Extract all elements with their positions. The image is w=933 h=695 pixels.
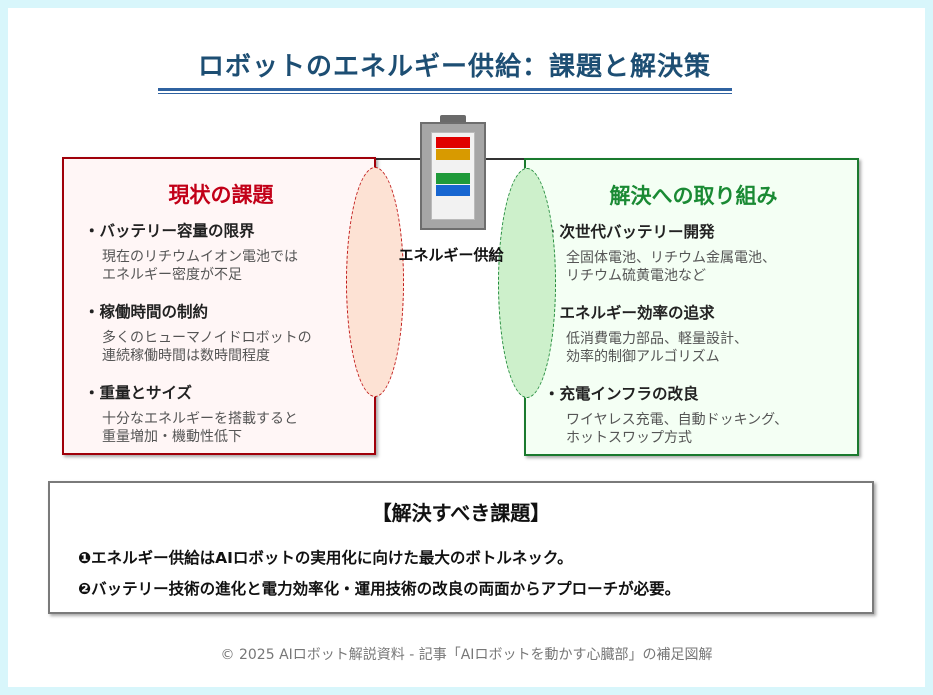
solution-description: 低消費電力部品、軽量設計、 効率的制御アルゴリズム (566, 331, 748, 365)
key-issues-title: 【解決すべき課題】 (371, 501, 551, 525)
solution-item: ・充電インフラの改良 ワイヤレス充電、自動ドッキング、 ホットスワップ方式 (544, 382, 854, 447)
issue-item: ・重量とサイズ 十分なエネルギーを搭載すると 重量増加・機動性低下 (84, 381, 374, 446)
footer-credit: © 2025 AIロボット解説資料 - 記事「AIロボットを動かす心臓部」の補足… (220, 647, 713, 663)
left-dashed-arc (346, 167, 404, 397)
battery-cell-blue (436, 185, 470, 196)
solution-item: ・エネルギー効率の追求 低消費電力部品、軽量設計、 効率的制御アルゴリズム (544, 301, 854, 366)
energy-supply-label: エネルギー供給 (398, 246, 504, 264)
battery-cell-red (436, 137, 470, 148)
diagram-canvas: ロボットのエネルギー供給：課題と解決策 現状の課題 ・バッテリー容量の限界 現在… (8, 8, 925, 687)
solution-description: ワイヤレス充電、自動ドッキング、 ホットスワップ方式 (566, 412, 789, 446)
issue-heading: ・稼働時間の制約 (84, 303, 209, 321)
issue-heading: ・バッテリー容量の限界 (84, 222, 255, 240)
solution-description: 全固体電池、リチウム金属電池、 リチウム硫黄電池など (566, 250, 776, 284)
solution-item: ・次世代バッテリー開発 全固体電池、リチウム金属電池、 リチウム硫黄電池など (544, 220, 854, 285)
key-issue-point: ❷バッテリー技術の進化と電力効率化・運用技術の改良の両面からアプローチが必要。 (78, 580, 681, 598)
issue-item: ・バッテリー容量の限界 現在のリチウムイオン電池では エネルギー密度が不足 (84, 219, 374, 284)
issue-description: 現在のリチウムイオン電池では エネルギー密度が不足 (102, 249, 298, 283)
battery-icon (420, 122, 486, 230)
key-issue-point: ❶エネルギー供給はAIロボットの実用化に向けた最大のボトルネック。 (78, 549, 573, 567)
issue-item: ・稼働時間の制約 多くのヒューマノイドロボットの 連続稼働時間は数時間程度 (84, 300, 374, 365)
solutions-panel: 解決への取り組み ・次世代バッテリー開発 全固体電池、リチウム金属電池、 リチウ… (524, 158, 859, 456)
page-title: ロボットのエネルギー供給：課題と解決策 (197, 52, 711, 82)
issue-description: 多くのヒューマノイドロボットの 連続稼働時間は数時間程度 (102, 330, 312, 364)
battery-terminal (440, 115, 466, 123)
solution-heading: ・エネルギー効率の追求 (544, 304, 715, 322)
battery-interior (431, 132, 475, 220)
solutions-title: 解決への取り組み (609, 184, 778, 208)
key-issues-box: 【解決すべき課題】 ❶エネルギー供給はAIロボットの実用化に向けた最大のボトルネ… (48, 481, 874, 614)
issue-heading: ・重量とサイズ (84, 384, 193, 402)
issue-description: 十分なエネルギーを搭載すると 重量増加・機動性低下 (102, 411, 298, 445)
battery-cell-green (436, 173, 470, 184)
current-issues-panel: 現状の課題 ・バッテリー容量の限界 現在のリチウムイオン電池では エネルギー密度… (62, 157, 376, 455)
title-underline (158, 88, 732, 94)
battery-cell-orange (436, 149, 470, 160)
current-issues-title: 現状の課題 (168, 183, 274, 207)
solution-heading: ・次世代バッテリー開発 (544, 223, 715, 241)
solution-heading: ・充電インフラの改良 (544, 385, 699, 403)
right-dashed-arc (498, 168, 556, 398)
